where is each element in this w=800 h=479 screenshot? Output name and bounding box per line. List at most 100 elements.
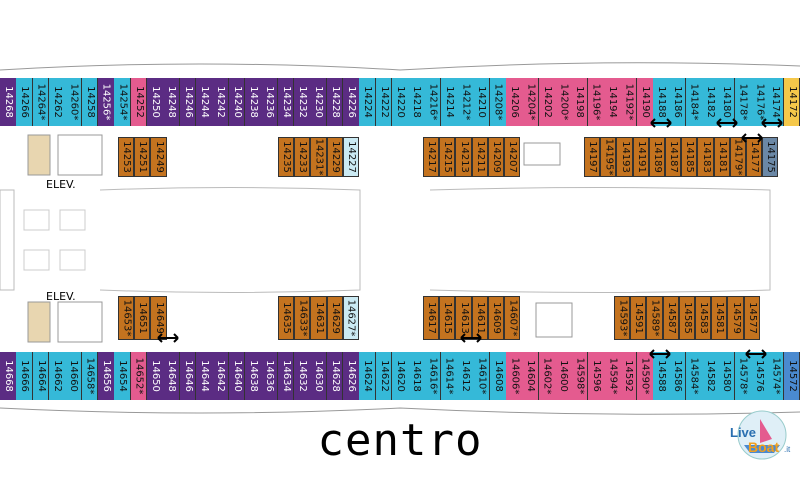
cabin[interactable]: 14651 (134, 296, 151, 340)
cabin[interactable]: 14632 (293, 352, 311, 400)
cabin[interactable]: 14652* (130, 352, 148, 400)
cabin[interactable]: 14262 (48, 78, 66, 126)
cabin[interactable]: 14216* (424, 78, 442, 126)
cabin[interactable]: 14178* (734, 78, 752, 126)
cabin[interactable]: 14211 (471, 137, 488, 177)
cabin[interactable]: 14196* (587, 78, 605, 126)
cabin[interactable]: 14186 (669, 78, 687, 126)
cabin[interactable]: 14593* (614, 296, 631, 340)
cabin[interactable]: 14654 (114, 352, 132, 400)
cabin[interactable]: 14248 (163, 78, 181, 126)
cabin[interactable]: 14182 (702, 78, 719, 126)
cabin[interactable]: 14579 (727, 296, 744, 340)
cabin[interactable]: 14633* (294, 296, 311, 340)
cabin[interactable]: 14588 (653, 352, 670, 400)
cabin[interactable]: 14612 (457, 352, 474, 400)
cabin[interactable]: 14176* (751, 78, 768, 126)
cabin[interactable]: 14180 (718, 78, 736, 126)
cabin[interactable]: 14627* (342, 296, 359, 340)
cabin[interactable]: 14576 (751, 352, 768, 400)
cabin[interactable]: 14224 (359, 78, 376, 126)
cabin[interactable]: 14238 (244, 78, 262, 126)
cabin[interactable]: 14583 (695, 296, 712, 340)
cabin[interactable]: 14648 (163, 352, 181, 400)
cabin[interactable]: 14214 (440, 78, 458, 126)
cabin[interactable]: 14229 (326, 137, 343, 177)
cabin[interactable]: 14638 (244, 352, 262, 400)
cabin[interactable]: 14253 (118, 137, 135, 177)
cabin[interactable]: 14634 (277, 352, 295, 400)
cabin[interactable]: 14587 (662, 296, 679, 340)
cabin[interactable]: 14188 (653, 78, 670, 126)
cabin[interactable]: 14650 (146, 352, 164, 400)
cabin[interactable]: 14653* (118, 296, 135, 340)
cabin[interactable]: 14204* (522, 78, 540, 126)
cabin[interactable]: 14230 (310, 78, 328, 126)
cabin[interactable]: 14207 (504, 137, 521, 177)
cabin[interactable]: 14252 (130, 78, 148, 126)
cabin[interactable]: 14210 (473, 78, 491, 126)
cabin[interactable]: 14246 (179, 78, 197, 126)
cabin[interactable]: 14200* (555, 78, 572, 126)
cabin[interactable]: 14228 (326, 78, 344, 126)
cabin[interactable]: 14640 (228, 352, 246, 400)
cabin[interactable]: 14258 (81, 78, 99, 126)
cabin[interactable]: 14231* (310, 137, 327, 177)
cabin[interactable]: 14642 (212, 352, 230, 400)
cabin[interactable]: 14656 (97, 352, 115, 400)
cabin[interactable]: 14260* (65, 78, 83, 126)
cabin[interactable]: 14584* (685, 352, 703, 400)
cabin[interactable]: 14217 (423, 137, 440, 177)
cabin[interactable]: 14234 (277, 78, 295, 126)
cabin[interactable]: 14264* (32, 78, 50, 126)
cabin[interactable]: 14598* (571, 352, 589, 400)
cabin[interactable]: 14580 (718, 352, 736, 400)
cabin[interactable]: 14266 (16, 78, 34, 126)
cabin[interactable]: 14174 (767, 78, 785, 126)
cabin[interactable]: 14658* (81, 352, 99, 400)
cabin[interactable]: 14233 (294, 137, 311, 177)
cabin[interactable]: 14630 (310, 352, 328, 400)
cabin[interactable]: 14236 (261, 78, 279, 126)
cabin[interactable]: 14624 (359, 352, 376, 400)
cabin[interactable]: 14607* (504, 296, 521, 340)
cabin[interactable]: 14249 (150, 137, 167, 177)
cabin[interactable]: 14193 (616, 137, 633, 177)
cabin[interactable]: 14600 (555, 352, 572, 400)
cabin[interactable]: 14226 (342, 78, 360, 126)
cabin[interactable]: 14608 (489, 352, 507, 400)
cabin[interactable]: 14626 (342, 352, 360, 400)
cabin[interactable]: 14615 (439, 296, 456, 340)
cabin[interactable]: 14631 (310, 296, 327, 340)
cabin[interactable]: 14572 (783, 352, 800, 400)
cabin[interactable]: 14250 (146, 78, 164, 126)
cabin[interactable]: 14251 (134, 137, 151, 177)
cabin[interactable]: 14198 (571, 78, 589, 126)
cabin[interactable]: 14242 (212, 78, 230, 126)
cabin[interactable]: 14202 (538, 78, 556, 126)
cabin[interactable]: 14616* (424, 352, 442, 400)
cabin[interactable]: 14215 (439, 137, 456, 177)
cabin[interactable]: 14177 (746, 137, 763, 177)
cabin[interactable]: 14227 (342, 137, 359, 177)
cabin[interactable]: 14213 (455, 137, 472, 177)
cabin[interactable]: 14209 (487, 137, 504, 177)
cabin[interactable]: 14666 (16, 352, 34, 400)
cabin[interactable]: 14592 (620, 352, 638, 400)
cabin[interactable]: 14179* (729, 137, 746, 177)
cabin[interactable]: 14596 (587, 352, 605, 400)
cabin[interactable]: 14212* (457, 78, 474, 126)
cabin[interactable]: 14629 (326, 296, 343, 340)
cabin[interactable]: 14614* (440, 352, 458, 400)
cabin[interactable]: 14606* (506, 352, 523, 400)
cabin[interactable]: 14644 (195, 352, 213, 400)
cabin[interactable]: 14610* (473, 352, 491, 400)
cabin[interactable]: 14589* (646, 296, 663, 340)
cabin[interactable]: 14590* (636, 352, 654, 400)
cabin[interactable]: 14187 (665, 137, 682, 177)
cabin[interactable]: 14628 (326, 352, 344, 400)
cabin[interactable]: 14664 (32, 352, 50, 400)
cabin[interactable]: 14622 (375, 352, 393, 400)
cabin[interactable]: 14220 (391, 78, 409, 126)
cabin[interactable]: 14254* (114, 78, 132, 126)
